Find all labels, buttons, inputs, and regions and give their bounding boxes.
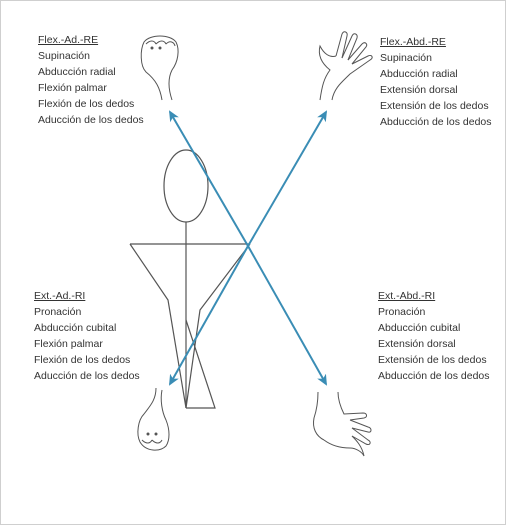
pattern-item: Supinación xyxy=(38,48,144,64)
diagonal-arrow-down-left xyxy=(170,246,248,384)
pattern-item: Abducción de los dedos xyxy=(378,368,490,384)
pattern-item: Flexión palmar xyxy=(34,336,140,352)
figure-hip xyxy=(186,320,215,408)
pattern-item: Aducción de los dedos xyxy=(38,112,144,128)
pattern-item: Flexión de los dedos xyxy=(38,96,144,112)
hand-open-bottom-right xyxy=(313,392,371,456)
label-block-ext-abd-ri: Ext.-Abd.-RI Pronación Abducción cubital… xyxy=(378,288,490,384)
pattern-item: Abducción cubital xyxy=(34,320,140,336)
figure-head xyxy=(164,150,208,222)
hand-fist-top-left xyxy=(141,36,178,100)
pattern-item: Extensión dorsal xyxy=(380,82,492,98)
pattern-item: Abducción cubital xyxy=(378,320,490,336)
pattern-item: Extensión de los dedos xyxy=(380,98,492,114)
pattern-item: Flexión de los dedos xyxy=(34,352,140,368)
pattern-item: Extensión de los dedos xyxy=(378,352,490,368)
pattern-title-flex-ad-re: Flex.-Ad.-RE xyxy=(38,32,144,48)
pattern-item: Abducción de los dedos xyxy=(380,114,492,130)
pattern-item: Pronación xyxy=(378,304,490,320)
label-block-ext-ad-ri: Ext.-Ad.-RI Pronación Abducción cubital … xyxy=(34,288,140,384)
label-block-flex-abd-re: Flex.-Abd.-RE Supinación Abducción radia… xyxy=(380,34,492,130)
label-block-flex-ad-re: Flex.-Ad.-RE Supinación Abducción radial… xyxy=(38,32,144,128)
pattern-item: Pronación xyxy=(34,304,140,320)
stick-figure xyxy=(130,150,250,408)
pattern-item: Abducción radial xyxy=(380,66,492,82)
hand-open-top-right xyxy=(319,32,372,100)
pattern-item: Aducción de los dedos xyxy=(34,368,140,384)
diagonal-arrow-up-left xyxy=(170,112,248,246)
diagonal-arrow-down-right xyxy=(248,246,326,384)
diagonal-arrow-up-right xyxy=(248,112,326,246)
figure-right-torso xyxy=(186,244,250,408)
pattern-title-ext-abd-ri: Ext.-Abd.-RI xyxy=(378,288,490,304)
pattern-item: Supinación xyxy=(380,50,492,66)
hand-fist-bottom-left xyxy=(138,388,169,450)
pattern-item: Abducción radial xyxy=(38,64,144,80)
pattern-item: Extensión dorsal xyxy=(378,336,490,352)
pattern-item: Flexión palmar xyxy=(38,80,144,96)
pattern-title-ext-ad-ri: Ext.-Ad.-RI xyxy=(34,288,140,304)
pattern-title-flex-abd-re: Flex.-Abd.-RE xyxy=(380,34,492,50)
